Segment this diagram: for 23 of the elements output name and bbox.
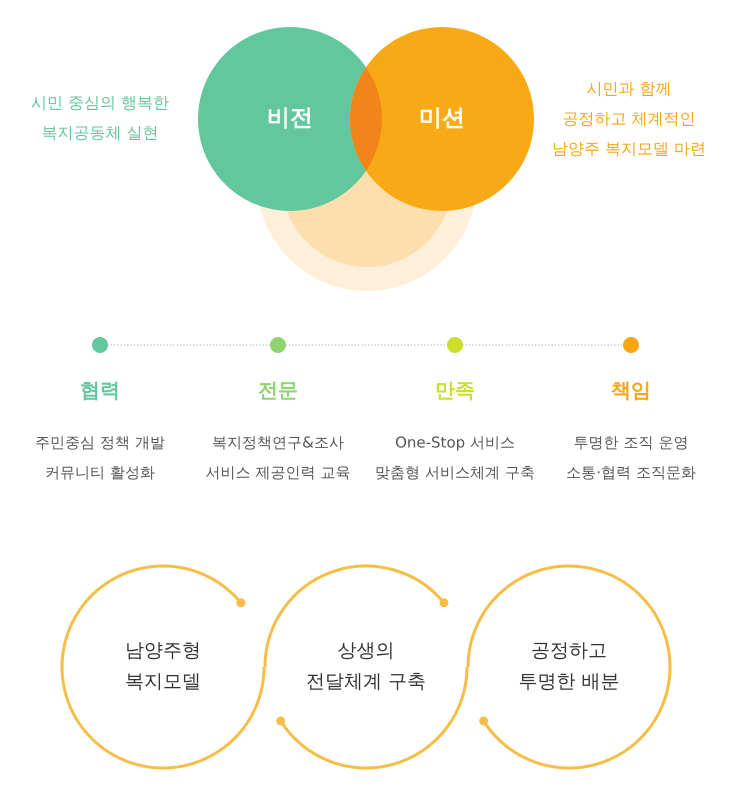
item-text: 소통·협력 조직문화 xyxy=(566,463,696,483)
circle-node: 상생의 전달체계 구축 xyxy=(261,562,471,772)
circle-node: 미션 xyxy=(350,27,534,211)
statement-text: 시민과 함께 공정하고 체계적인 남양주 복지모델 마련 xyxy=(552,78,706,160)
item-text: 투명한 조직 운영 xyxy=(574,433,688,453)
item-text: 커뮤니티 활성화 xyxy=(45,463,155,483)
dotted-line xyxy=(285,344,448,346)
dotted-line xyxy=(462,344,624,346)
value-heading: 협력 xyxy=(80,377,120,403)
dotted-line xyxy=(107,344,271,346)
value-heading: 전문 xyxy=(258,377,298,403)
dot-icon xyxy=(623,337,639,353)
statement-text: 시민 중심의 행복한 복지공동체 실현 xyxy=(30,92,170,144)
dot-icon xyxy=(270,337,286,353)
item-text: 복지정책연구&조사 xyxy=(212,433,344,453)
item-text: 주민중심 정책 개발 xyxy=(35,433,165,453)
item-text: One-Stop 서비스 xyxy=(395,433,515,453)
item-text: 서비스 제공인력 교육 xyxy=(206,463,350,483)
dot-icon xyxy=(92,337,108,353)
dot-icon xyxy=(447,337,463,353)
value-heading: 책임 xyxy=(611,377,651,403)
item-text: 맞춤형 서비스체계 구축 xyxy=(375,463,535,483)
value-heading: 만족 xyxy=(435,377,475,403)
